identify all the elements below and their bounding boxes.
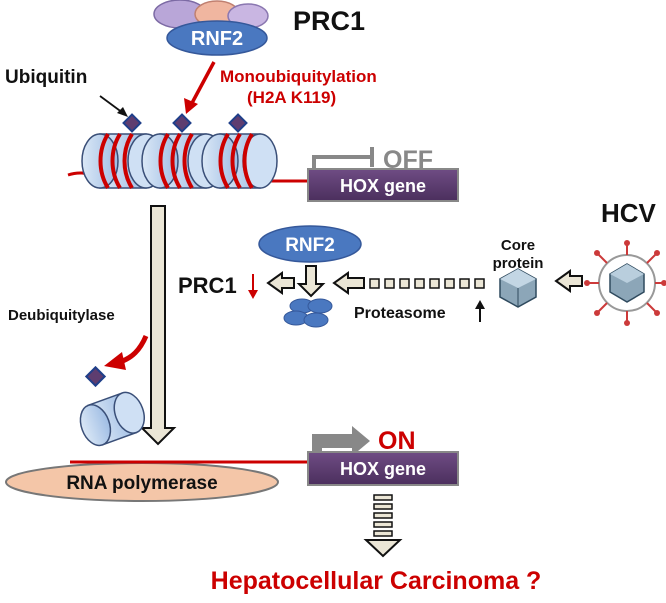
proteasome-arrow [332,271,365,295]
proteasome-label: Proteasome [354,305,446,322]
hepatocellular-carcinoma-label: Hepatocellular Carcinoma ? [211,567,542,595]
off-repression-symbol [312,147,374,172]
proteasome-chain [369,278,485,289]
rnf2-fragments [283,298,333,328]
on-activation-arrow [312,426,370,456]
rnf2-degradation-arrow [296,265,326,298]
monoubiquitylation-arrow [190,61,216,104]
chromatin-top [67,113,308,190]
hcv-virion [584,240,666,326]
prc1-complex-top: RNF2 [153,0,269,56]
core-protein-label-line1: Core [501,237,535,254]
released-ubiquitin [84,365,107,388]
h2a-k119-label: (H2A K119) [247,88,336,107]
prc1-label-top: PRC1 [293,6,365,36]
deubiquitylase-label: Deubiquitylase [8,307,115,324]
hcv-label: HCV [601,198,657,228]
prc1-label-mid: PRC1 [178,273,237,298]
hox-gene-box-top [307,168,459,202]
ubiquitin-pointer-arrow [99,95,124,114]
rna-polymerase-label: RNA polymerase [66,473,217,494]
nucleosome-2 [141,113,225,190]
monoubiquitylation-label: Monoubiquitylation [220,67,377,86]
nucleosome-3 [201,113,278,190]
hox-gene-box-bottom [307,451,459,486]
rnf2-label-mid: RNF2 [285,235,335,256]
on-label: ON [378,427,416,455]
hox-gene-label-bottom: HOX gene [340,459,426,479]
ubiquitin-tag-1 [122,113,142,133]
ubiquitin-label: Ubiquitin [5,67,87,88]
hcv-to-core-arrow [554,269,583,293]
hox-gene-label-top: HOX gene [340,176,426,196]
rnf2-ellipse-top [166,20,268,56]
main-vertical-arrow [139,205,177,446]
ubiquitin-tag-2 [172,113,192,133]
ubiquitin-tag-3 [228,113,248,133]
core-protein-icon [499,268,537,308]
deubiquitylase-arrow [119,334,149,365]
rnf2-to-prc1-arrow [266,271,295,295]
nucleosome-free [79,391,145,447]
core-protein-label-line2: protein [493,255,544,272]
rnf2-label-top: RNF2 [191,28,243,50]
hcc-down-arrow [363,494,403,558]
rnf2-ellipse-mid [258,225,362,263]
